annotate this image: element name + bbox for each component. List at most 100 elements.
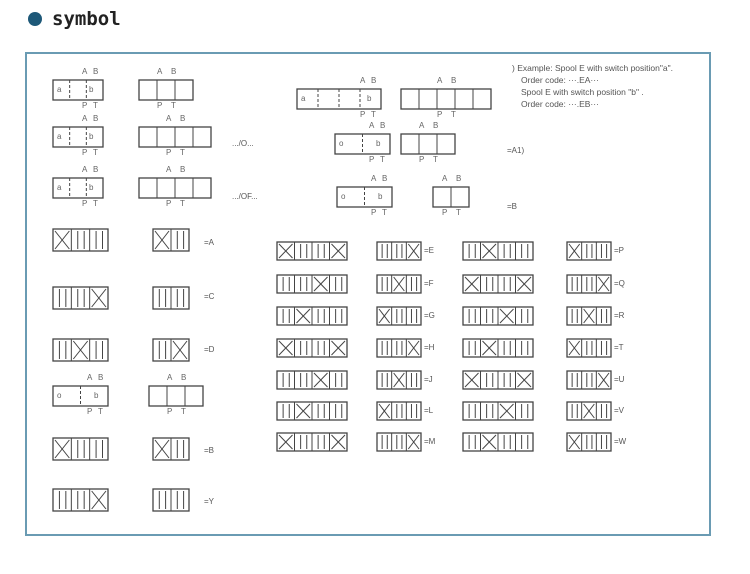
port-label: T (93, 148, 98, 157)
port-label: A (360, 76, 366, 85)
port-label: T (171, 101, 176, 110)
spool-label: =G (424, 311, 435, 320)
port-label: b (89, 183, 94, 192)
valve-symbol (52, 286, 109, 310)
valve-symbol (52, 488, 109, 512)
port-label: o (57, 391, 62, 400)
valve-symbol (336, 186, 393, 208)
port-label: A (419, 121, 425, 130)
valve-symbol (138, 126, 212, 148)
port-label: A (442, 174, 448, 183)
valve-symbol (276, 241, 348, 261)
section-title: symbol (28, 8, 121, 30)
port-label: A (87, 373, 93, 382)
valve-symbol (152, 437, 190, 461)
spool-label: =P (614, 246, 625, 255)
port-label: A (437, 76, 443, 85)
valve-symbol (566, 338, 612, 358)
port-label: T (93, 101, 98, 110)
note-line: ) Example: Spool E with switch position"… (512, 63, 673, 73)
port-label: B (433, 121, 439, 130)
spool-label: =Y (204, 497, 215, 506)
valve-symbol (376, 370, 422, 390)
valve-symbol (566, 432, 612, 452)
heading: symbol (52, 8, 121, 30)
valve-symbol (52, 385, 109, 407)
valve-symbol (152, 488, 190, 512)
valve-symbol (400, 133, 456, 155)
note-line: Spool E with switch position "b" . (521, 87, 644, 97)
port-label: A (157, 67, 163, 76)
port-label: P (437, 110, 443, 119)
valve-symbol (276, 401, 348, 421)
valve-symbol (52, 79, 104, 101)
spool-label: =R (614, 311, 625, 320)
port-label: B (380, 121, 386, 130)
port-label: T (93, 199, 98, 208)
valve-symbol (148, 385, 204, 407)
port-label: A (369, 121, 375, 130)
port-label: b (376, 139, 381, 148)
valve-symbol (52, 228, 109, 252)
label-of: .../OF... (232, 192, 258, 201)
port-label: b (367, 94, 372, 103)
valve-symbol (462, 306, 534, 326)
valve-symbol (376, 338, 422, 358)
label-a1: =A1) (507, 146, 525, 155)
port-label: b (94, 391, 99, 400)
valve-symbol (334, 133, 391, 155)
port-label: P (369, 155, 375, 164)
port-label: b (378, 192, 383, 201)
valve-symbol (138, 177, 212, 199)
port-label: A (167, 373, 173, 382)
port-label: A (166, 114, 172, 123)
port-label: b (89, 85, 94, 94)
spool-label: =F (424, 279, 434, 288)
port-label: B (93, 114, 99, 123)
valve-symbol (462, 338, 534, 358)
port-label: P (442, 208, 448, 217)
valve-symbol (376, 401, 422, 421)
port-label: P (157, 101, 163, 110)
port-label: T (380, 155, 385, 164)
port-label: T (382, 208, 387, 217)
spool-label: =W (614, 437, 627, 446)
port-label: B (180, 165, 186, 174)
example-note: ) Example: Spool E with switch position"… (512, 62, 673, 110)
valve-symbol (566, 306, 612, 326)
spool-label: =M (424, 437, 436, 446)
valve-symbol (52, 338, 109, 362)
valve-symbol (376, 241, 422, 261)
valve-symbol (376, 432, 422, 452)
valve-symbol (138, 79, 194, 101)
port-label: B (93, 67, 99, 76)
port-label: P (82, 148, 88, 157)
valve-symbol (52, 177, 104, 199)
port-label: b (89, 132, 94, 141)
port-label: T (456, 208, 461, 217)
spool-label: =C (204, 292, 215, 301)
valve-symbol (566, 401, 612, 421)
valve-symbol (462, 274, 534, 294)
port-label: P (167, 407, 173, 416)
valve-symbol (432, 186, 470, 208)
valve-symbol (152, 338, 190, 362)
port-label: P (166, 148, 172, 157)
spool-label: =A (204, 238, 215, 247)
valve-symbol (276, 432, 348, 452)
valve-symbol (400, 88, 492, 110)
label-b: =B (507, 202, 518, 211)
port-label: P (166, 199, 172, 208)
port-label: T (98, 407, 103, 416)
port-label: a (57, 85, 62, 94)
port-label: T (433, 155, 438, 164)
spool-label: =Q (614, 279, 625, 288)
port-label: a (57, 183, 62, 192)
valve-symbol (276, 338, 348, 358)
spool-label: =J (424, 375, 433, 384)
port-label: A (82, 165, 88, 174)
port-label: T (180, 148, 185, 157)
port-label: P (419, 155, 425, 164)
port-label: B (180, 114, 186, 123)
spool-label: =H (424, 343, 435, 352)
